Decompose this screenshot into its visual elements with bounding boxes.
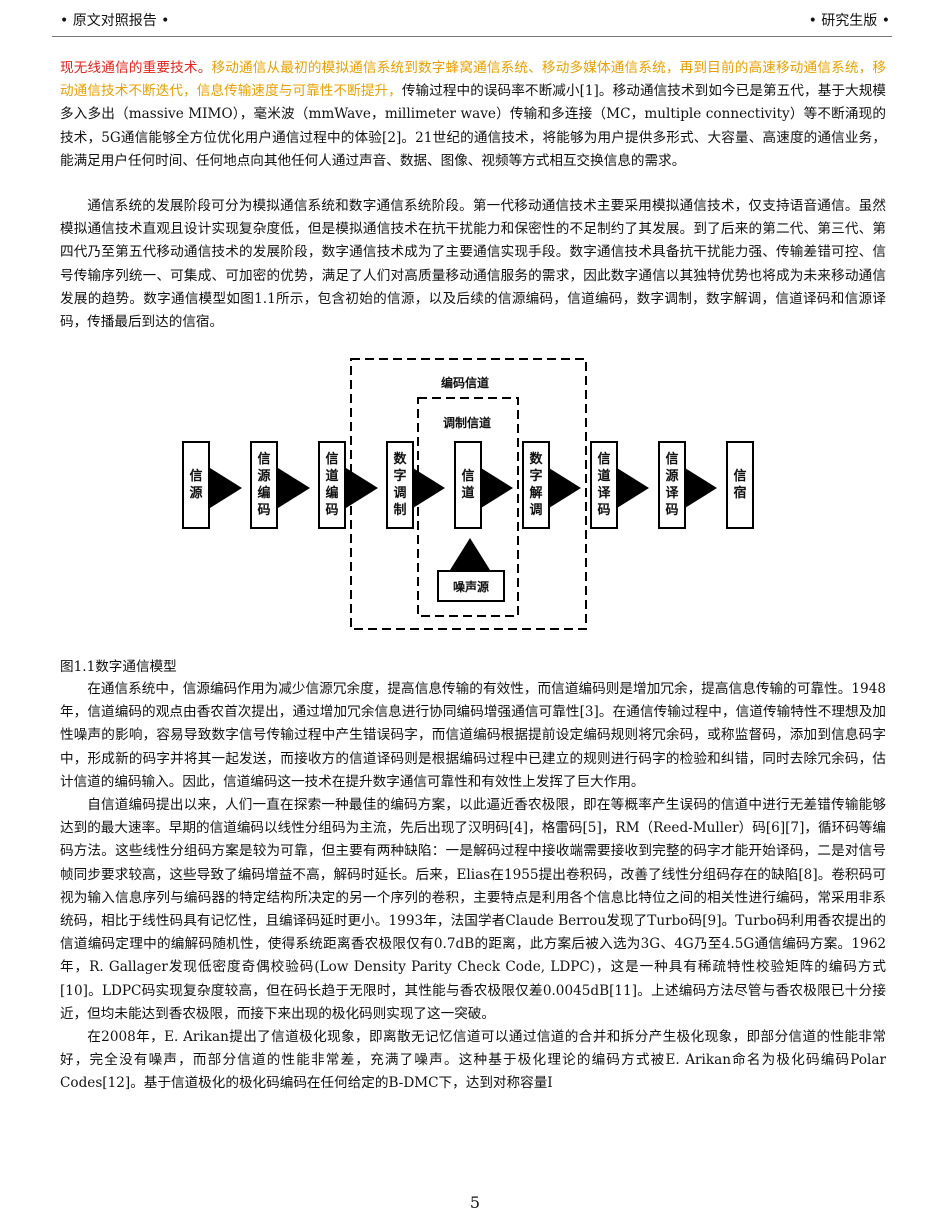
- header-left: • 原文对照报告 •: [60, 13, 170, 29]
- header-rule: [52, 36, 892, 37]
- figure-caption: 图1.1数字通信模型: [60, 659, 177, 675]
- block-source: 信源: [182, 441, 210, 529]
- paragraph-1: 现无线通信的重要技术。移动通信从最初的模拟通信系统到数字蜂窝通信系统、移动多媒体…: [60, 57, 886, 173]
- paragraph-5: 在2008年，E. Arikan提出了信道极化现象，即离散无记忆信道可以通过信道…: [60, 1029, 886, 1092]
- digital-communication-model-figure: 编码信道 调制信道 信源 信源编码 信道编码 数字调制 信道 数字解调 信道译码…: [180, 356, 780, 631]
- paragraph-2: 通信系统的发展阶段可分为模拟通信系统和数字通信系统阶段。第一代移动通信技术主要采…: [60, 198, 886, 331]
- flow-arrows: [210, 468, 717, 570]
- highlight-red: 现无线通信的重要技术。: [60, 60, 212, 76]
- figure-frames: [210, 358, 717, 630]
- modulation-channel-label: 调制信道: [443, 416, 492, 430]
- page-header: • 原文对照报告 • • 研究生版 •: [60, 10, 890, 30]
- coding-channel-label: 编码信道: [441, 376, 490, 390]
- highlight-orange: 移动通信从最初的模拟通信系统到数字蜂窝通信系统、移动多媒体通信系统，再到目前的高…: [60, 60, 886, 100]
- paragraph-1-rest: 传输过程中的误码率不断减小[1]。移动通信技术到如今已是第五代，基于大规模多入多…: [60, 83, 886, 169]
- noise-source-block: 噪声源: [437, 570, 505, 602]
- paragraph-3: 在通信系统中，信源编码作用为减少信源冗余度，提高信息传输的有效性，而信道编码则是…: [60, 681, 886, 790]
- block-demodulator: 数字解调: [522, 441, 550, 529]
- block-channel: 信道: [454, 441, 482, 529]
- page-number: 5: [469, 1193, 481, 1212]
- header-right: • 研究生版 •: [808, 13, 890, 29]
- paragraphs-3-5: 在通信系统中，信源编码作用为减少信源冗余度，提高信息传输的有效性，而信道编码则是…: [60, 678, 886, 1096]
- block-modulator: 数字调制: [386, 441, 414, 529]
- paragraph-4: 自信道编码提出以来，人们一直在探索一种最佳的编码方案，以此逼近香农极限，即在等概…: [60, 797, 886, 1022]
- block-source-decoder: 信源译码: [658, 441, 686, 529]
- block-source-encoder: 信源编码: [250, 441, 278, 529]
- block-sink: 信宿: [726, 441, 754, 529]
- block-channel-decoder: 信道译码: [590, 441, 618, 529]
- block-channel-encoder: 信道编码: [318, 441, 346, 529]
